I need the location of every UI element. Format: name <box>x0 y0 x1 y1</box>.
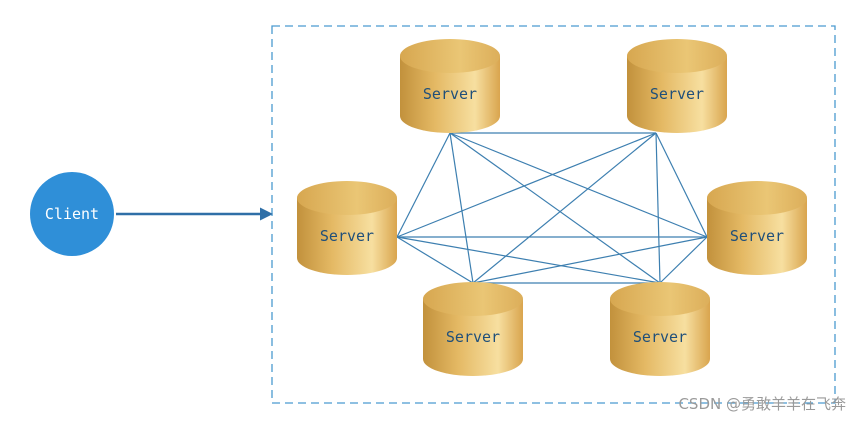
server-label: Server <box>320 227 374 245</box>
mesh-link <box>449 132 474 284</box>
client-arrow <box>116 207 273 221</box>
servers-group: Server Server Server Server Server Serve… <box>297 39 807 376</box>
mesh-link <box>472 236 708 284</box>
mesh-link <box>449 132 661 284</box>
server-top-right[interactable]: Server <box>627 39 727 133</box>
server-label: Server <box>633 328 687 346</box>
server-label: Server <box>730 227 784 245</box>
mesh-link <box>396 132 657 238</box>
server-middle-right[interactable]: Server <box>707 181 807 275</box>
client-label: Client <box>45 205 99 223</box>
server-top-left[interactable]: Server <box>400 39 500 133</box>
client-node[interactable]: Client <box>30 172 114 256</box>
server-label: Server <box>423 85 477 103</box>
mesh-link <box>655 132 708 238</box>
mesh-link <box>472 132 657 284</box>
mesh-link <box>396 132 451 238</box>
server-label: Server <box>650 85 704 103</box>
watermark: CSDN @勇敢羊羊在飞奔 <box>678 395 846 413</box>
mesh-link <box>659 236 708 284</box>
mesh-connections <box>396 132 708 284</box>
mesh-link <box>396 236 661 284</box>
mesh-link <box>655 132 661 284</box>
server-bottom-left[interactable]: Server <box>423 282 523 376</box>
mesh-link <box>449 132 708 238</box>
mesh-link <box>396 236 474 284</box>
server-bottom-right[interactable]: Server <box>610 282 710 376</box>
server-middle-left[interactable]: Server <box>297 181 397 275</box>
server-label: Server <box>446 328 500 346</box>
